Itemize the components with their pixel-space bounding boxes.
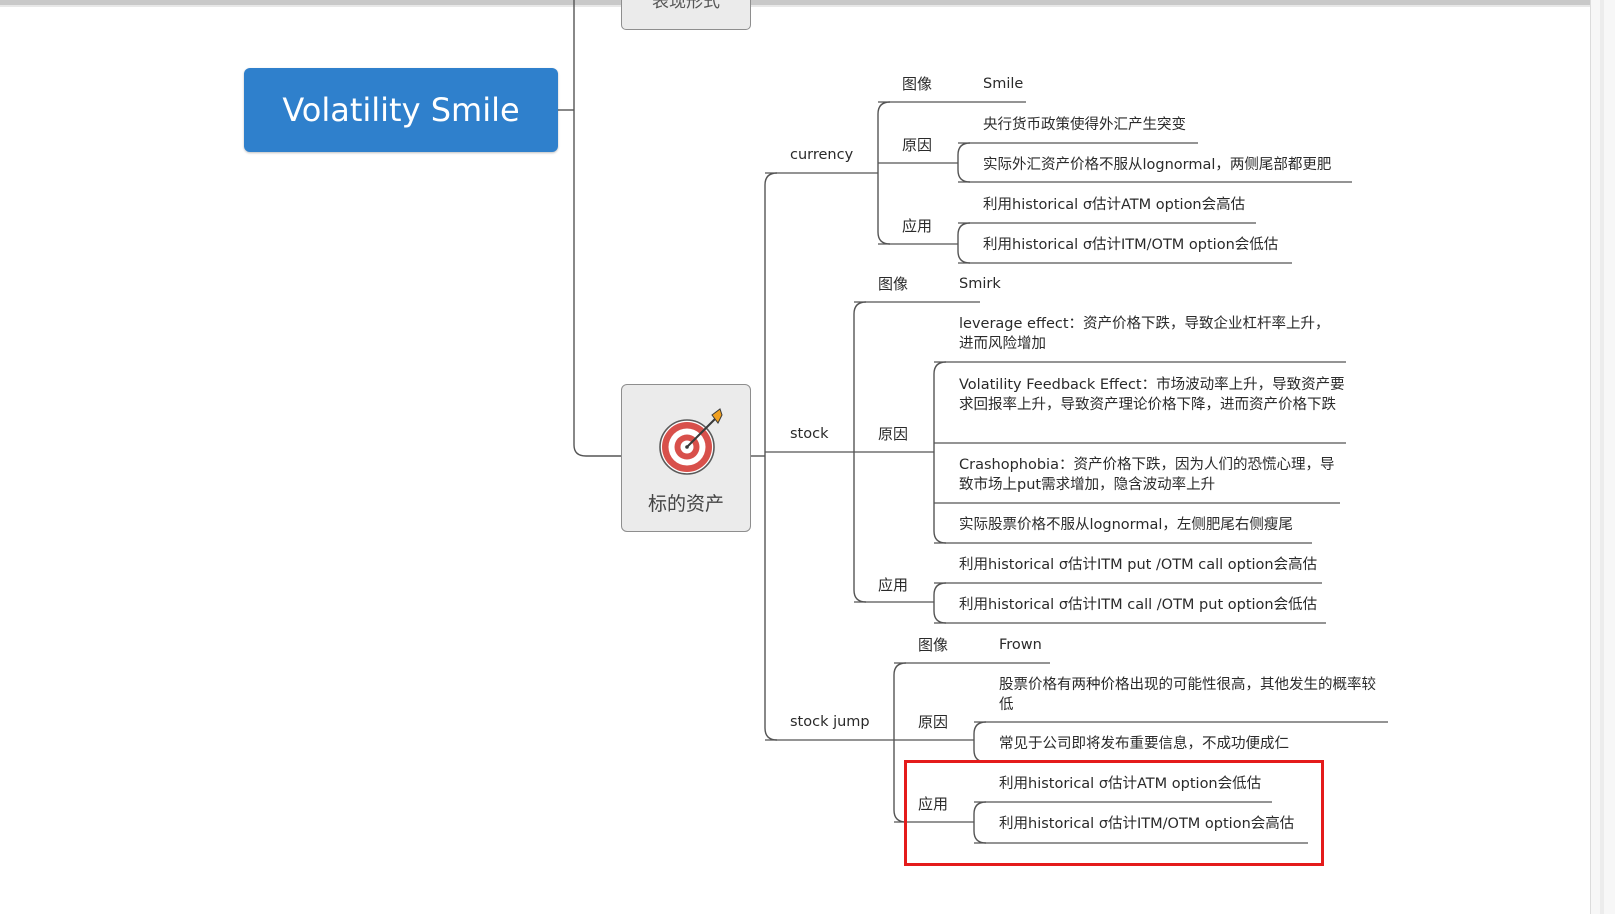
jump-reason-1[interactable]: 股票价格有两种价格出现的可能性很高，其他发生的概率较低 [999, 677, 1376, 713]
currency-reason-2[interactable]: 实际外汇资产价格不服从lognormal，两侧尾部都更肥 [983, 157, 1332, 173]
stock-reason-4[interactable]: 实际股票价格不服从lognormal，左侧肥尾右侧瘦尾 [959, 517, 1293, 533]
jump-image-cat[interactable]: 图像 [918, 636, 949, 654]
currency-app-cat[interactable]: 应用 [902, 217, 933, 235]
jump-reason-cat[interactable]: 原因 [918, 713, 949, 731]
target-icon [659, 408, 723, 475]
stock-app-2[interactable]: 利用historical σ估计ITM call /OTM put option… [959, 597, 1318, 613]
currency-image-val[interactable]: Smile [983, 76, 1024, 92]
currency-app-1[interactable]: 利用historical σ估计ATM option会高估 [983, 197, 1246, 213]
jump-app-cat[interactable]: 应用 [918, 795, 949, 813]
jump-app-2[interactable]: 利用historical σ估计ITM/OTM option会高估 [999, 816, 1295, 832]
window-top-border [0, 0, 1615, 5]
branch-currency[interactable]: currency [790, 147, 854, 163]
underlying-label: 标的资产 [647, 493, 724, 515]
node-presentation-form[interactable]: 表现形式 [621, 0, 751, 30]
currency-image-cat[interactable]: 图像 [902, 75, 933, 93]
right-scrollbar[interactable] [1590, 0, 1615, 914]
jump-app-1[interactable]: 利用historical σ估计ATM option会低估 [999, 776, 1262, 792]
red-highlight-box [904, 760, 1324, 866]
root-title: Volatility Smile [282, 91, 520, 129]
root-node[interactable]: Volatility Smile [244, 68, 558, 152]
stock-app-1[interactable]: 利用historical σ估计ITM put /OTM call option… [959, 557, 1318, 573]
branch-stock-jump[interactable]: stock jump [790, 714, 870, 730]
stock-reason-2[interactable]: Volatility Feedback Effect：市场波动率上升，导致资产要… [959, 377, 1345, 413]
stock-image-cat[interactable]: 图像 [878, 275, 909, 293]
window-top-shadow [0, 5, 1615, 7]
node-underlying-asset[interactable]: 标的资产 [621, 384, 751, 532]
stock-image-val[interactable]: Smirk [959, 276, 1001, 292]
jump-image-val[interactable]: Frown [999, 637, 1042, 653]
stock-reason-1[interactable]: leverage effect：资产价格下跌，导致企业杠杆率上升，进而风险增加 [959, 316, 1330, 352]
currency-reason-cat[interactable]: 原因 [902, 136, 933, 154]
stock-reason-3[interactable]: Crashophobia：资产价格下跌，因为人们的恐慌心理，导致市场上put需求… [959, 457, 1335, 493]
jump-reason-2[interactable]: 常见于公司即将发布重要信息，不成功便成仁 [999, 736, 1289, 752]
currency-app-2[interactable]: 利用historical σ估计ITM/OTM option会低估 [983, 237, 1279, 253]
stock-reason-cat[interactable]: 原因 [878, 425, 909, 443]
currency-reason-1[interactable]: 央行货币政策使得外汇产生突变 [983, 117, 1186, 133]
stock-app-cat[interactable]: 应用 [878, 576, 909, 594]
branch-stock[interactable]: stock [790, 426, 829, 442]
